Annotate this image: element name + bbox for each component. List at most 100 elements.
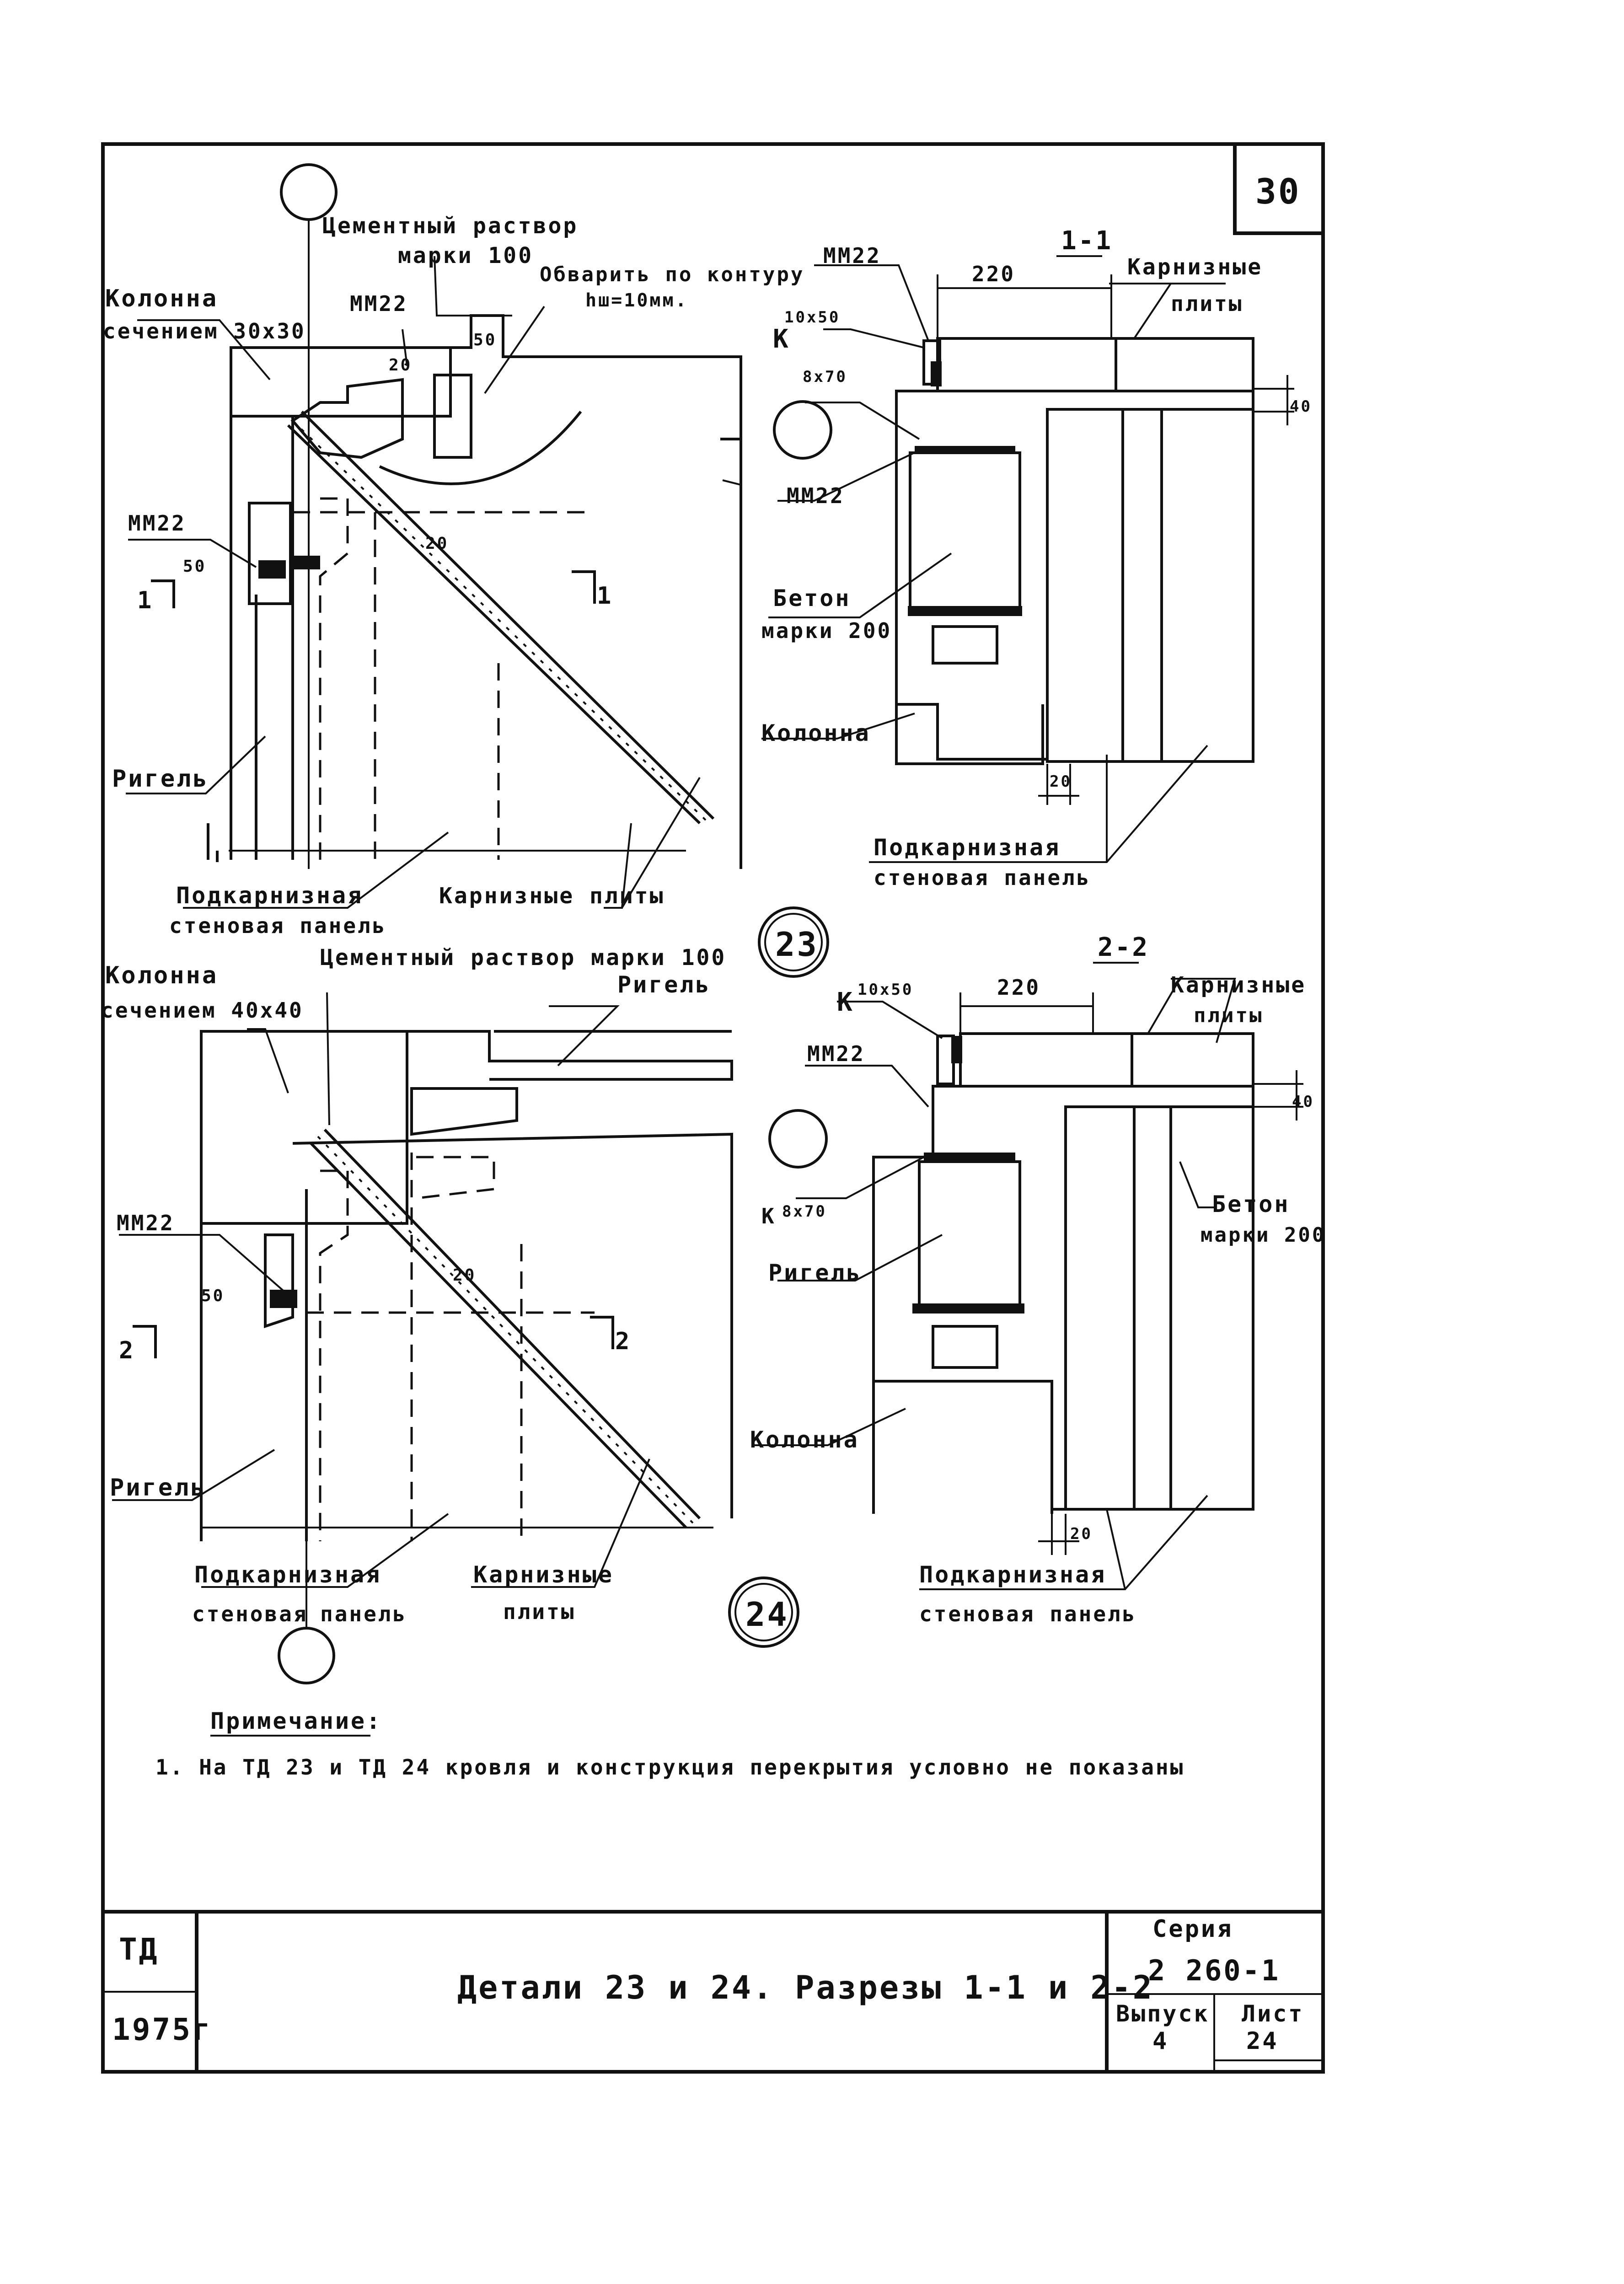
detail-23-marker bbox=[758, 906, 829, 978]
label-panel-section2: Подкарнизная bbox=[919, 1561, 1106, 1588]
drawing-title: Детали 23 и 24. Разрезы 1-1 и 2-2 bbox=[457, 1969, 1154, 2006]
label-rod-8x70: 8х70 bbox=[803, 368, 847, 386]
label-strip-10x50: 10х50 bbox=[784, 308, 840, 327]
issue-label: Выпуск bbox=[1116, 2000, 1210, 2027]
label-cornice-slabs-2: плиты bbox=[1171, 291, 1243, 316]
dim-50: 50 bbox=[473, 331, 497, 349]
label-mm22-left: ММ22 bbox=[128, 511, 186, 536]
label-column-section-24: сечением 40х40 bbox=[101, 998, 304, 1023]
label-concrete-grade: марки 200 bbox=[761, 618, 892, 643]
label-column-section2: Колонна bbox=[750, 1426, 859, 1453]
cut-mark-1-left: 1 bbox=[137, 587, 153, 614]
label-panel-24: Подкарнизная bbox=[194, 1561, 381, 1588]
label-panel: Подкарнизная bbox=[176, 882, 363, 909]
beam-core bbox=[909, 451, 1021, 610]
wall-panel-2 bbox=[1064, 1105, 1254, 1511]
detail-23: 23 Цементный раствор марки 100 Обварить … bbox=[103, 163, 832, 978]
series-value: 2 260-1 bbox=[1148, 1954, 1280, 1987]
label-beam-section2: Ригель bbox=[768, 1260, 862, 1286]
label-column: Колонна bbox=[105, 285, 218, 312]
section-2-2-title: 2-2 bbox=[1098, 933, 1149, 962]
column-30x30 bbox=[230, 346, 452, 418]
label-cornice-24-slabs: плиты bbox=[503, 1599, 575, 1624]
label-k-mark-2: К bbox=[837, 987, 854, 1017]
column-40x40 bbox=[200, 1030, 408, 1225]
cut-mark-2-left: 2 bbox=[119, 1337, 135, 1364]
dim-20-diagonal: 20 bbox=[425, 534, 449, 553]
label-cement-mortar: Цементный раствор bbox=[322, 213, 578, 239]
axis-marker-right-23 bbox=[773, 400, 832, 460]
label-cornice-2-1: Карнизные bbox=[1171, 972, 1306, 998]
cut-mark-2-right: 2 bbox=[615, 1328, 631, 1355]
dim-40: 40 bbox=[1290, 397, 1312, 416]
label-panel-section1: Подкарнизная bbox=[874, 834, 1061, 861]
beam-core-2 bbox=[918, 1160, 1021, 1309]
sheet-frame: 30 bbox=[101, 142, 1325, 2074]
label-cornice-2-2: плиты bbox=[1194, 1004, 1263, 1027]
detail-23-number: 23 bbox=[775, 925, 819, 964]
label-cornice-slabs: Карнизные плиты bbox=[439, 883, 665, 909]
label-mm22-top: ММ22 bbox=[350, 291, 408, 316]
dim-50-left: 50 bbox=[183, 557, 206, 576]
label-mm22-24: ММ22 bbox=[117, 1211, 175, 1235]
wall-panel bbox=[1046, 408, 1254, 763]
label-column-section1: Колонна bbox=[761, 720, 871, 746]
label-panel-24-word: панель bbox=[320, 1602, 407, 1626]
label-weld-contour: Обварить по контуру bbox=[540, 263, 804, 286]
detail-24-marker bbox=[728, 1576, 799, 1648]
label-k-mark-2b: К bbox=[761, 1204, 776, 1228]
label-mm22-mid: ММ22 bbox=[787, 483, 845, 508]
note-heading: Примечание: bbox=[210, 1708, 382, 1734]
section-1-1-title: 1-1 bbox=[1061, 226, 1113, 256]
label-column-24: Колонна bbox=[105, 962, 218, 989]
cornice-slab-section bbox=[936, 337, 1254, 392]
label-mm22-section2: ММ22 bbox=[807, 1041, 865, 1066]
dim-40-2: 40 bbox=[1292, 1093, 1314, 1111]
label-rod-8x70-2: 8х70 bbox=[782, 1202, 827, 1221]
label-panel-wall: стеновая панель bbox=[169, 913, 386, 938]
label-panel-wall-section1: стеновая панель bbox=[874, 865, 1091, 890]
sheet-value: 24 bbox=[1246, 2027, 1279, 2055]
dim-220-2: 220 bbox=[997, 975, 1040, 1000]
note: Примечание: 1. На ТД 23 и ТД 24 кровля и… bbox=[155, 1708, 1185, 1780]
label-strip-10x50-2: 10х50 bbox=[858, 981, 913, 999]
page-number: 30 bbox=[1255, 171, 1301, 212]
dim-20-section2: 20 bbox=[1070, 1525, 1093, 1543]
axis-marker-circle bbox=[280, 163, 338, 221]
series-label: Серия bbox=[1152, 1915, 1233, 1943]
label-cement-mortar-24: Цементный раствор марки 100 bbox=[320, 945, 726, 970]
dim-220: 220 bbox=[972, 262, 1015, 286]
sheet-label: Лист bbox=[1242, 2000, 1304, 2027]
label-panel-wall-section2: стеновая панель bbox=[919, 1602, 1136, 1626]
axis-marker-bottom bbox=[278, 1627, 335, 1684]
detail-24: 24 Цементный раствор марки 100 Колонна с… bbox=[101, 945, 828, 1684]
dim-20-24: 20 bbox=[453, 1266, 476, 1285]
label-beam: Ригель bbox=[112, 765, 209, 793]
label-cornice-24: Карнизные bbox=[473, 1561, 614, 1588]
detail-24-number: 24 bbox=[745, 1595, 789, 1634]
note-text: 1. На ТД 23 и ТД 24 кровля и конструкция… bbox=[155, 1755, 1185, 1780]
label-concrete-grade-2: марки 200 bbox=[1201, 1223, 1326, 1247]
label-cement-mortar-grade: марки 100 bbox=[398, 243, 533, 268]
axis-marker-right-24 bbox=[768, 1109, 828, 1169]
cut-mark-1-right: 1 bbox=[597, 582, 613, 610]
label-beam-24: Ригель bbox=[110, 1474, 207, 1501]
issue-value: 4 bbox=[1152, 2027, 1168, 2055]
dim-20: 20 bbox=[389, 356, 412, 375]
section-1-1: 1-1 ММ22 К 10х50 8х70 bbox=[761, 226, 1312, 890]
label-concrete-2: Бетон bbox=[1212, 1191, 1290, 1217]
label-weld-size: hш=10мм. bbox=[585, 290, 688, 311]
dim-50-24: 50 bbox=[201, 1287, 225, 1305]
title-block: ТД 1975г Детали 23 и 24. Разрезы 1-1 и 2… bbox=[103, 1910, 1323, 2072]
label-column-section: сечением 30х30 bbox=[103, 319, 306, 343]
section-2-2: 2-2 К 10х50 220 Карнизные плит bbox=[750, 933, 1326, 1626]
label-mm22-section1: ММ22 bbox=[823, 243, 881, 268]
label-concrete: Бетон bbox=[773, 585, 851, 611]
label-beam-top-24: Ригель bbox=[617, 971, 711, 998]
label-cornice-slabs-1: Карнизные bbox=[1127, 254, 1263, 280]
concrete-body-2 bbox=[872, 1085, 1254, 1511]
dim-20-section1: 20 bbox=[1050, 772, 1072, 791]
label-k-mark: К bbox=[773, 324, 790, 354]
